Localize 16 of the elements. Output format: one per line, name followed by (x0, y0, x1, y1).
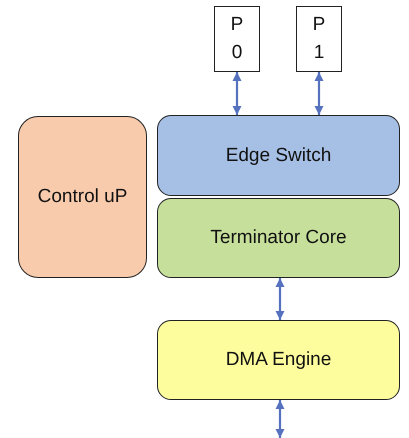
node-label: Terminator Core (209, 226, 348, 250)
engine-box (157, 320, 400, 400)
port-box (214, 6, 260, 72)
arrow (314, 72, 324, 115)
node-label: P 0 (230, 13, 244, 65)
arrow (275, 400, 285, 438)
controller-box (18, 116, 147, 278)
arrow (275, 278, 285, 320)
node-label: Control uP (36, 185, 128, 210)
port-box (296, 6, 342, 72)
node-label: DMA Engine (224, 348, 332, 372)
arrow (232, 72, 242, 115)
node-label: Edge Switch (224, 144, 332, 168)
core-box (157, 198, 400, 278)
node-label: P 1 (312, 13, 326, 65)
switch-box (157, 115, 400, 196)
